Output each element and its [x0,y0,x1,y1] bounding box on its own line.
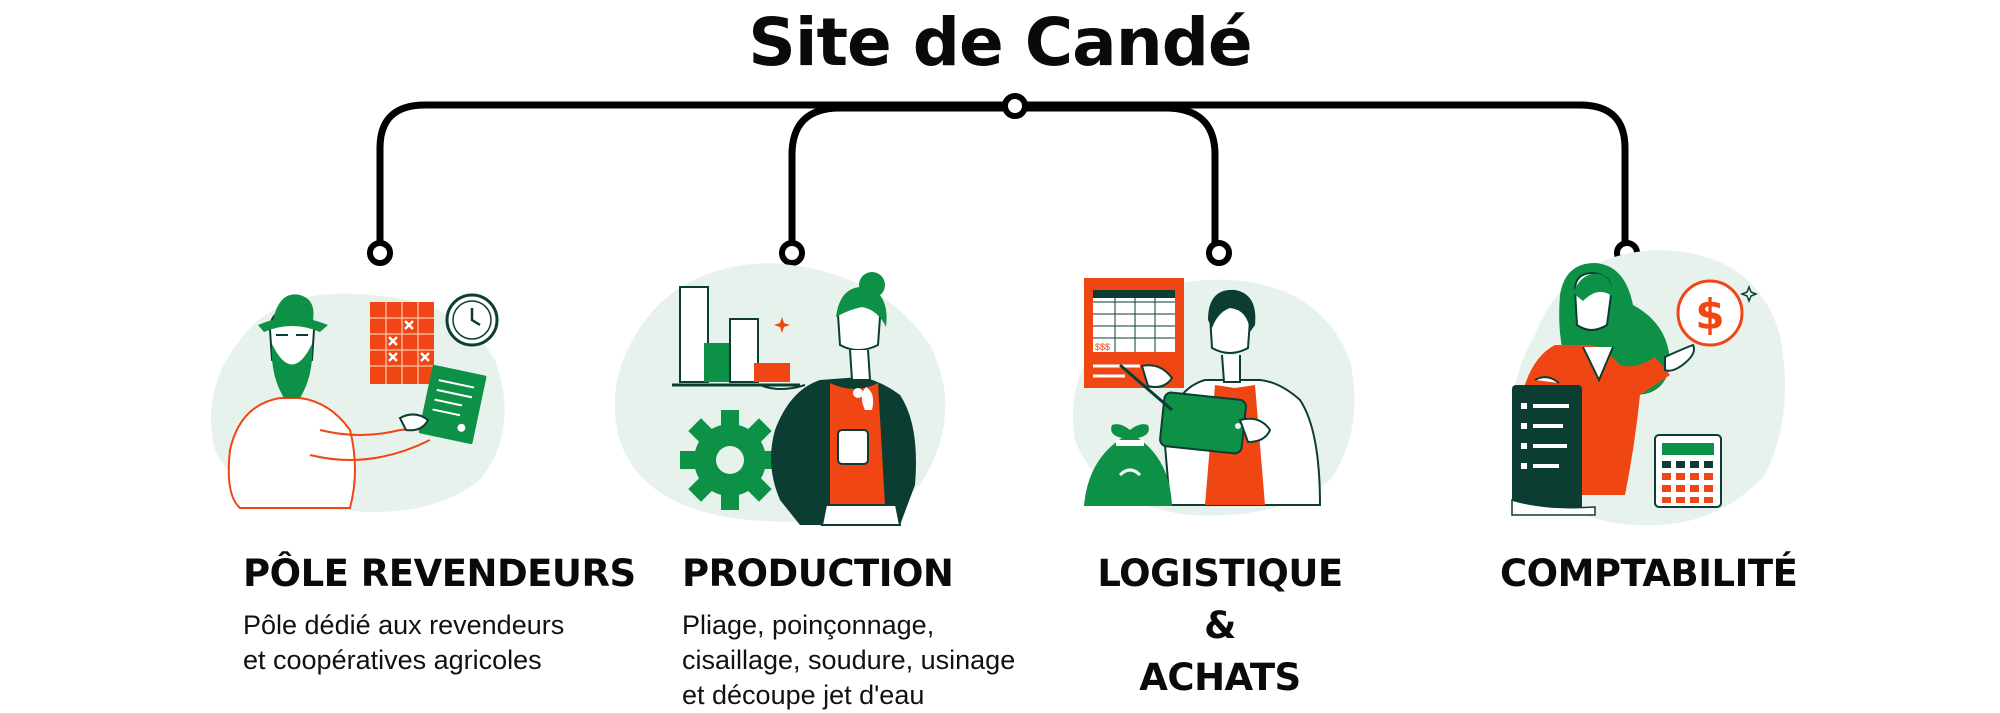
node-logistique [1206,240,1232,266]
node-production [779,240,805,266]
production-chart-gear-icon [614,263,946,526]
accountant-calculator-icon: $ [1511,250,1785,526]
dept-title-logistique: LOGISTIQUE & ACHATS [1097,552,1343,699]
hub-node [1002,93,1028,119]
spreadsheet-currency: $$$ [1095,342,1110,352]
dollar-sign: $ [1695,290,1724,339]
dept-desc-revendeurs: Pôle dédié aux revendeurs et coopérative… [243,610,565,675]
dept-desc-production: Pliage, poinçonnage, cisaillage, soudure… [682,610,1016,710]
dept-title-production: PRODUCTION [682,552,954,595]
page-title: Site de Candé [748,4,1252,81]
node-revendeurs [367,240,393,266]
dept-title-comptabilite: COMPTABILITÉ [1500,552,1798,595]
logistics-tablet-icon: $$$ [1072,278,1355,516]
dept-title-revendeurs: PÔLE REVENDEURS [243,552,636,595]
farmer-planning-icon [210,293,505,512]
